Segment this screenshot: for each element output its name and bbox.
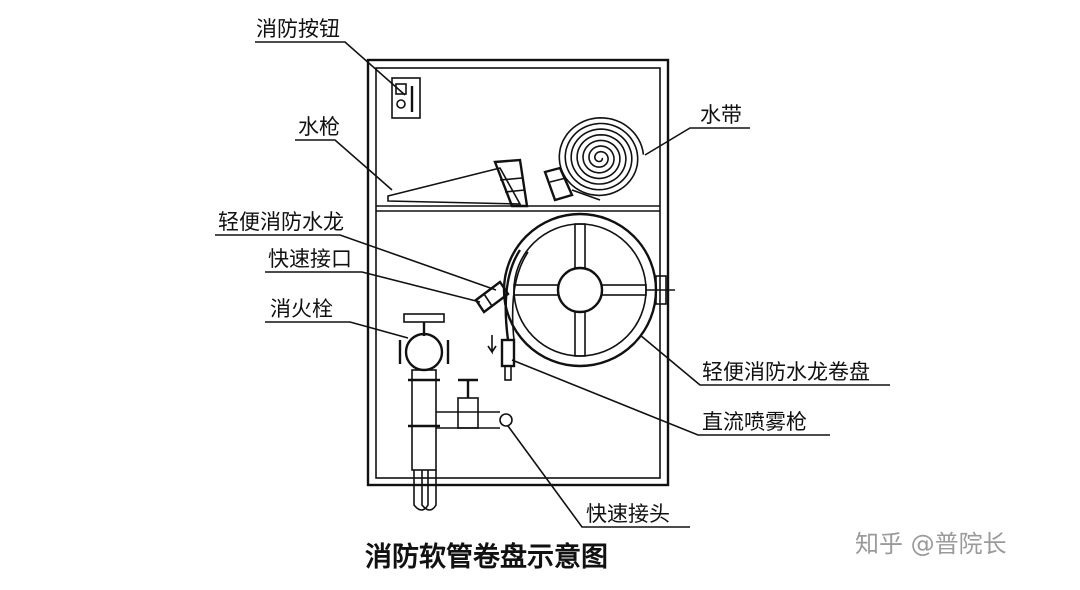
label-hose: 水带	[700, 103, 742, 127]
nozzle-icon	[387, 158, 529, 208]
label-quick-coupling: 快速接头	[586, 502, 670, 526]
hose-spiral	[558, 116, 645, 197]
fire-hydrant-icon	[398, 313, 513, 511]
label-hydrant: 消火栓	[270, 297, 333, 321]
label-quick-interface: 快速接口	[268, 247, 352, 271]
hose-coupling-icon	[543, 166, 601, 202]
label-light-hose: 轻便消防水龙	[218, 210, 344, 234]
diagram-title: 消防软管卷盘示意图	[365, 541, 608, 573]
spray-gun-icon	[487, 335, 516, 381]
label-spray-gun: 直流喷雾枪	[702, 410, 807, 434]
leader-lines	[215, 41, 890, 528]
quick-interface-icon	[474, 280, 510, 314]
label-hose-reel: 轻便消防水龙卷盘	[702, 360, 870, 384]
hose-spiral-icon	[558, 116, 645, 197]
watermark: 知乎 @普院长	[855, 530, 1007, 558]
fire-button-icon	[391, 77, 421, 119]
label-nozzle: 水枪	[298, 115, 340, 139]
label-fire-button: 消防按钮	[256, 17, 340, 41]
